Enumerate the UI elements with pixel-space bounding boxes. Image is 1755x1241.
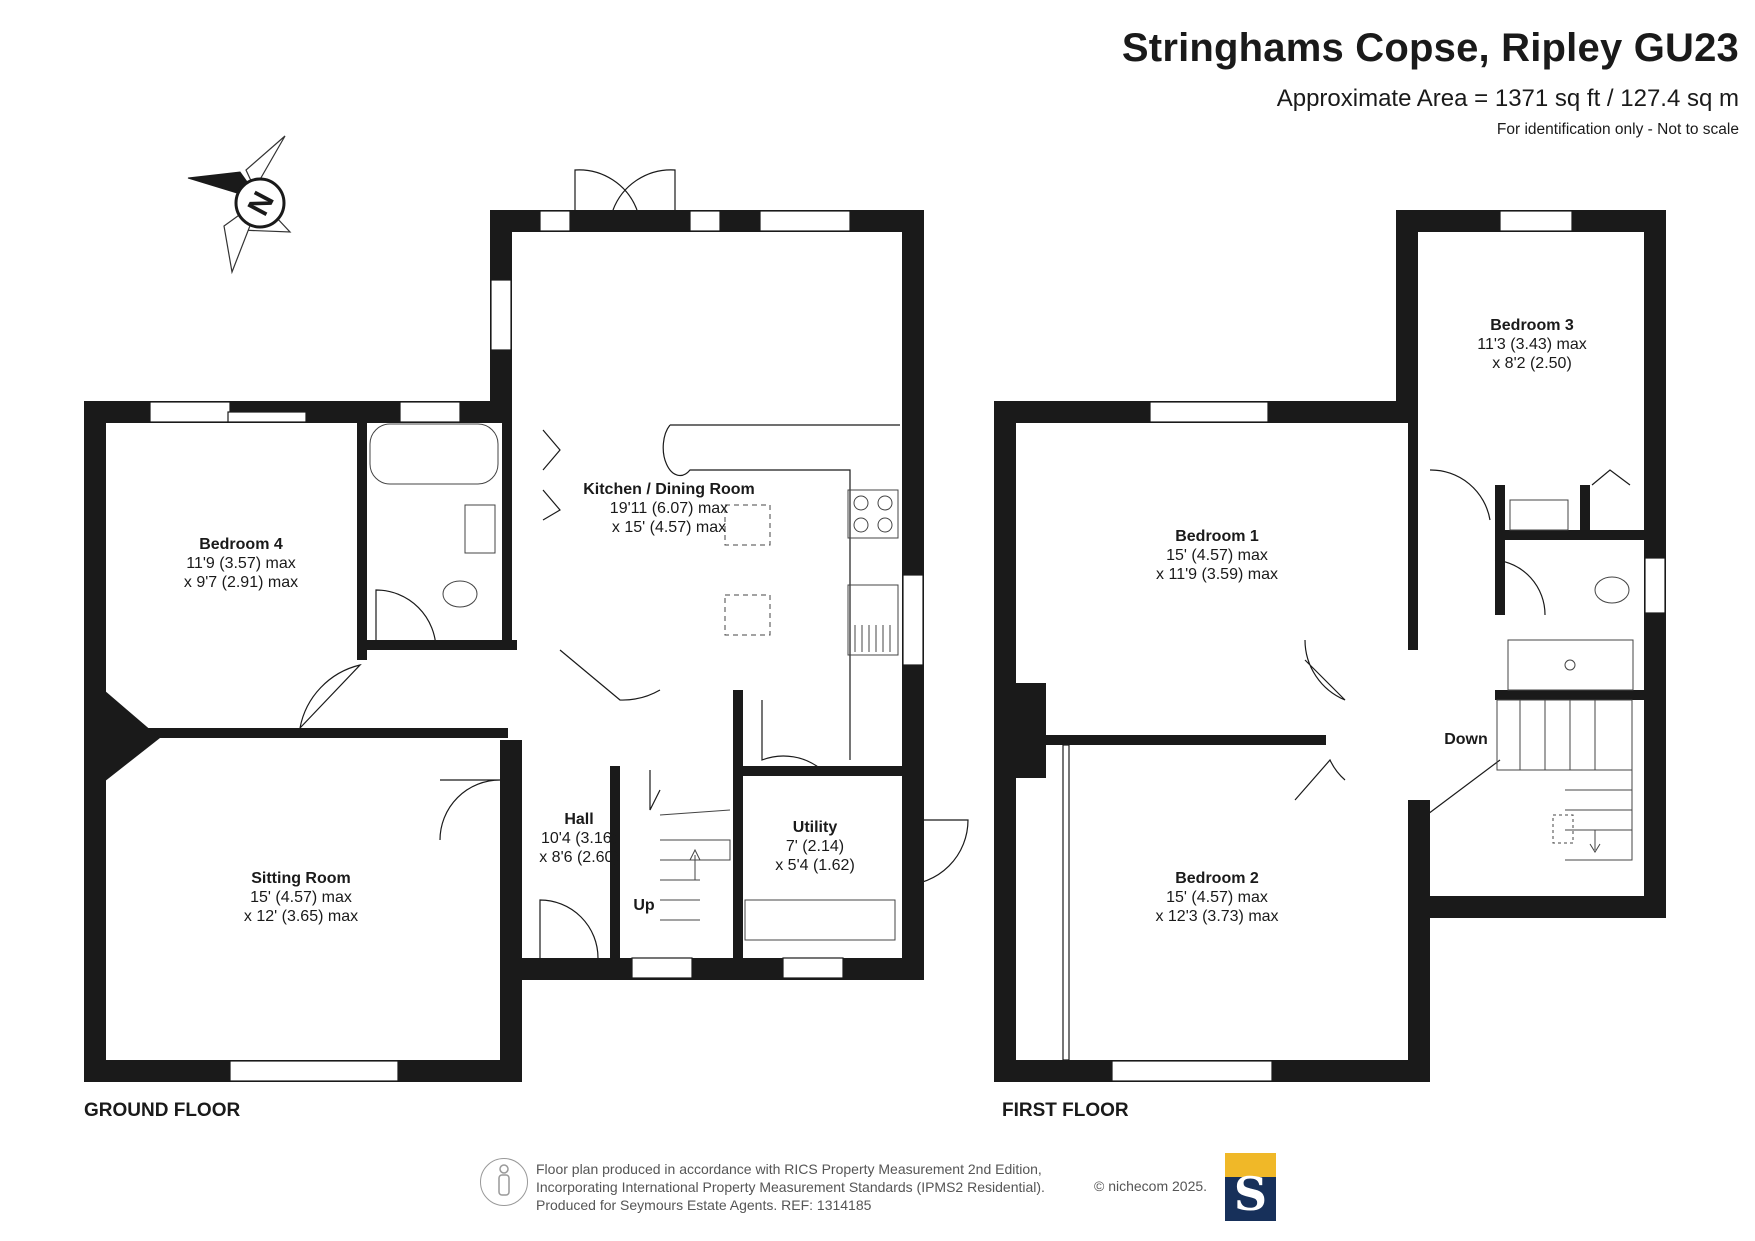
room-dimension: x 12' (3.65) max — [243, 908, 359, 925]
room-name: Bedroom 4 — [199, 536, 283, 553]
stairs-down-label: Down — [1444, 731, 1488, 748]
room-label-sitting-room: Sitting Room 15' (4.57) max x 12' (3.65)… — [244, 869, 358, 926]
room-dimension: x 12'3 (3.73) max — [1155, 908, 1279, 925]
stairs-up-label: Up — [633, 897, 655, 914]
room-dimension: x 8'6 (2.60) — [539, 849, 619, 866]
person-icon — [480, 1158, 528, 1206]
room-dimension: 11'9 (3.57) max — [186, 555, 296, 572]
room-label-utility: Utility 7' (2.14) x 5'4 (1.62) — [775, 818, 855, 875]
room-label-bedroom-4: Bedroom 4 11'9 (3.57) max x 9'7 (2.91) m… — [184, 535, 298, 592]
first-floor-fixtures — [1496, 499, 1634, 861]
room-dimension: x 11'9 (3.59) max — [1156, 566, 1278, 583]
room-dimension: 11'3 (3.43) max — [1477, 336, 1587, 353]
room-dimension: 15' (4.57) max — [1166, 547, 1268, 564]
room-label-bedroom-1: Bedroom 1 15' (4.57) max x 11'9 (3.59) m… — [1156, 527, 1278, 584]
first-floor-doors — [1294, 469, 1631, 821]
room-dimension: 10'4 (3.16) — [540, 830, 617, 847]
room-dimension: 7' (2.14) — [785, 838, 845, 855]
room-name: Hall — [564, 811, 594, 828]
room-dimension: 15' (4.57) max — [1166, 889, 1268, 906]
room-label-bedroom-3: Bedroom 3 11'3 (3.43) max x 8'2 (2.50) — [1477, 316, 1586, 373]
room-label-kitchen-dining: Kitchen / Dining Room 19'11 (6.07) max x… — [583, 480, 755, 537]
room-name: Bedroom 1 — [1175, 528, 1259, 545]
seymours-logo: S — [1225, 1153, 1276, 1221]
ground-floor-windows — [149, 210, 924, 1082]
footer-line: Floor plan produced in accordance with R… — [536, 1161, 1042, 1177]
first-floor-windows — [1062, 210, 1666, 1082]
room-label-hall: Hall 10'4 (3.16) x 8'6 (2.60) — [539, 810, 619, 867]
room-dimension: x 8'2 (2.50) — [1492, 355, 1572, 372]
ground-floor-label: GROUND FLOOR — [84, 1100, 241, 1121]
footer-notes: Floor plan produced in accordance with R… — [536, 1160, 1045, 1214]
room-dimension: 19'11 (6.07) max — [609, 500, 729, 517]
logo-letter: S — [1233, 1167, 1268, 1221]
first-floor-label: FIRST FLOOR — [1002, 1100, 1129, 1121]
room-dimension: x 9'7 (2.91) max — [183, 574, 299, 591]
page-title: Stringhams Copse, Ripley GU23 — [1121, 26, 1739, 70]
footer-line: Incorporating International Property Mea… — [536, 1179, 1045, 1195]
footer-line: Produced for Seymours Estate Agents. REF… — [536, 1197, 872, 1213]
room-label-bedroom-2: Bedroom 2 15' (4.57) max x 12'3 (3.73) m… — [1155, 869, 1278, 926]
room-name: Utility — [792, 819, 838, 836]
room-name: Kitchen / Dining Room — [583, 481, 755, 498]
room-name: Sitting Room — [251, 870, 351, 887]
room-dimension: x 5'4 (1.62) — [775, 857, 855, 874]
room-name: Bedroom 3 — [1490, 317, 1574, 334]
compass-icon: N — [187, 135, 292, 275]
room-name: Bedroom 2 — [1175, 870, 1259, 887]
approximate-area: Approximate Area = 1371 sq ft / 127.4 sq… — [1276, 85, 1739, 112]
copyright: © nichecom 2025. — [1094, 1178, 1208, 1194]
disclaimer: For identification only - Not to scale — [1496, 121, 1739, 138]
room-dimension: x 15' (4.57) max — [611, 519, 727, 536]
ground-floor-fixtures — [369, 423, 899, 941]
ground-floor-doors — [299, 169, 969, 959]
room-dimension: 15' (4.57) max — [250, 889, 352, 906]
